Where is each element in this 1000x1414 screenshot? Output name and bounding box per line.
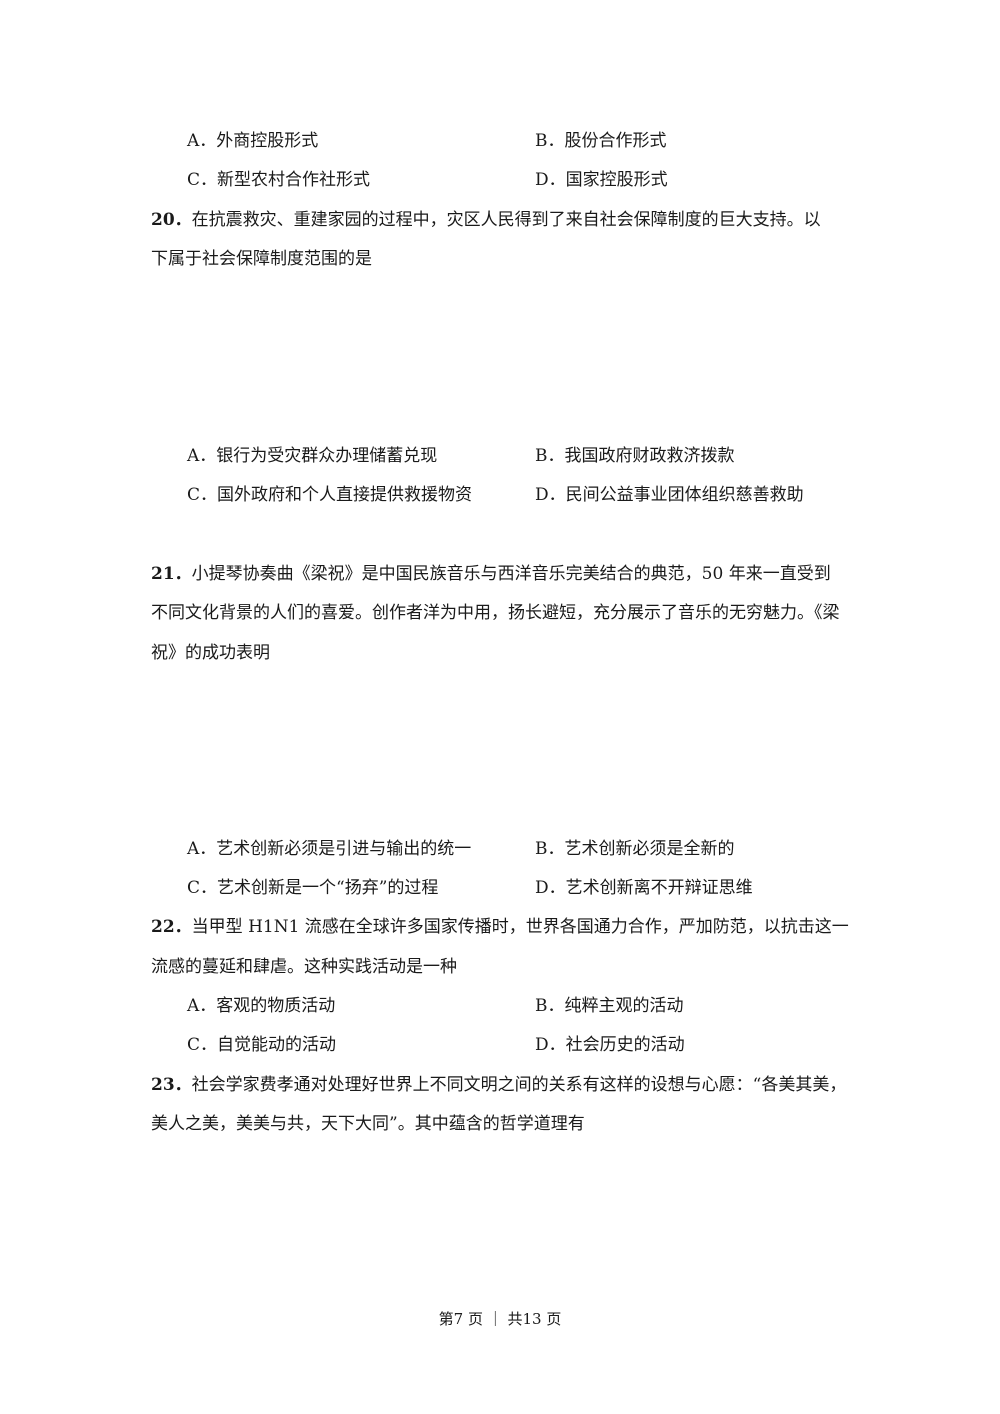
option-text: 我国政府财政救济拨款 (564, 446, 735, 466)
option-text: 国外政府和个人直接提供救援物资 (217, 485, 473, 505)
option-letter: A． (187, 446, 217, 466)
q22-stem-line-1: 22．当甲型 H1N1 流感在全球许多国家传播时，世界各国通力合作，严加防范，以… (151, 915, 849, 939)
option-letter: C． (187, 1035, 218, 1055)
stem-text: 社会学家费孝通对处理好世界上不同文明之间的关系有这样的设想与心愿：“各美其美， (191, 1075, 847, 1095)
option-text: 新型农村合作社形式 (217, 170, 371, 190)
option-letter: B． (535, 446, 565, 466)
page-footer: 第7 页 ｜ 共13 页 (438, 1310, 562, 1328)
option-letter: A． (187, 996, 217, 1016)
option-text: 艺术创新必须是引进与输出的统一 (216, 839, 472, 859)
q23-stem-line-2: 美人之美，美美与共，天下大同”。其中蕴含的哲学道理有 (151, 1114, 585, 1134)
q19-option-a: A．外商控股形式 (187, 129, 318, 153)
q20-stem-line-1: 20．在抗震救灾、重建家园的过程中，灾区人民得到了来自社会保障制度的巨大支持。以 (151, 208, 821, 232)
option-letter: D． (535, 878, 566, 898)
option-text: 银行为受灾群众办理储蓄兑现 (216, 446, 438, 466)
option-text: 艺术创新是一个“扬弃”的过程 (217, 878, 439, 898)
question-number: 22． (151, 917, 192, 937)
question-number: 21． (151, 564, 192, 584)
option-letter: D． (535, 485, 566, 505)
question-number: 23． (151, 1075, 192, 1095)
question-number: 20． (151, 210, 192, 230)
option-text: 自觉能动的活动 (217, 1035, 337, 1055)
q20-option-c: C．国外政府和个人直接提供救援物资 (187, 483, 472, 507)
option-text: 国家控股形式 (565, 170, 668, 190)
option-letter: B． (535, 839, 565, 859)
q21-option-a: A．艺术创新必须是引进与输出的统一 (187, 837, 471, 861)
q19-option-b: B．股份合作形式 (535, 129, 667, 153)
option-text: 外商控股形式 (216, 131, 319, 151)
stem-text: 小提琴协奏曲《梁祝》是中国民族音乐与西洋音乐完美结合的典范，50 年来一直受到 (191, 564, 831, 584)
option-text: 社会历史的活动 (565, 1035, 685, 1055)
option-letter: B． (535, 131, 565, 151)
option-letter: C． (187, 485, 218, 505)
q20-option-d: D．民间公益事业团体组织慈善救助 (535, 483, 804, 507)
q21-stem-line-3: 祝》的成功表明 (151, 643, 270, 663)
q20-stem-line-2: 下属于社会保障制度范围的是 (151, 249, 372, 269)
option-text: 客观的物质活动 (216, 996, 336, 1016)
q22-option-d: D．社会历史的活动 (535, 1033, 685, 1057)
option-text: 艺术创新必须是全新的 (564, 839, 735, 859)
q21-option-b: B．艺术创新必须是全新的 (535, 837, 735, 861)
q22-option-c: C．自觉能动的活动 (187, 1033, 336, 1057)
q22-option-b: B．纯粹主观的活动 (535, 994, 684, 1018)
option-letter: C． (187, 170, 218, 190)
q20-option-a: A．银行为受灾群众办理储蓄兑现 (187, 444, 437, 468)
stem-text: 在抗震救灾、重建家园的过程中，灾区人民得到了来自社会保障制度的巨大支持。以 (191, 210, 821, 230)
option-letter: D． (535, 1035, 566, 1055)
q21-option-c: C．艺术创新是一个“扬弃”的过程 (187, 876, 438, 900)
option-letter: B． (535, 996, 565, 1016)
q22-stem-line-2: 流感的蔓延和肆虐。这种实践活动是一种 (151, 957, 457, 977)
option-letter: A． (187, 839, 217, 859)
option-letter: A． (187, 131, 217, 151)
q21-stem-line-2: 不同文化背景的人们的喜爱。创作者洋为中用，扬长避短，充分展示了音乐的无穷魅力。《… (151, 603, 840, 623)
option-text: 纯粹主观的活动 (564, 996, 684, 1016)
q21-stem-line-1: 21．小提琴协奏曲《梁祝》是中国民族音乐与西洋音乐完美结合的典范，50 年来一直… (151, 562, 831, 586)
stem-text: 当甲型 H1N1 流感在全球许多国家传播时，世界各国通力合作，严加防范，以抗击这… (191, 917, 849, 937)
option-text: 艺术创新离不开辩证思维 (565, 878, 753, 898)
q19-option-d: D．国家控股形式 (535, 168, 668, 192)
q23-stem-line-1: 23．社会学家费孝通对处理好世界上不同文明之间的关系有这样的设想与心愿：“各美其… (151, 1073, 846, 1097)
option-text: 股份合作形式 (564, 131, 667, 151)
q22-option-a: A．客观的物质活动 (187, 994, 335, 1018)
q21-option-d: D．艺术创新离不开辩证思维 (535, 876, 753, 900)
option-letter: D． (535, 170, 566, 190)
q19-option-c: C．新型农村合作社形式 (187, 168, 370, 192)
option-letter: C． (187, 878, 218, 898)
option-text: 民间公益事业团体组织慈善救助 (565, 485, 804, 505)
q20-option-b: B．我国政府财政救济拨款 (535, 444, 735, 468)
